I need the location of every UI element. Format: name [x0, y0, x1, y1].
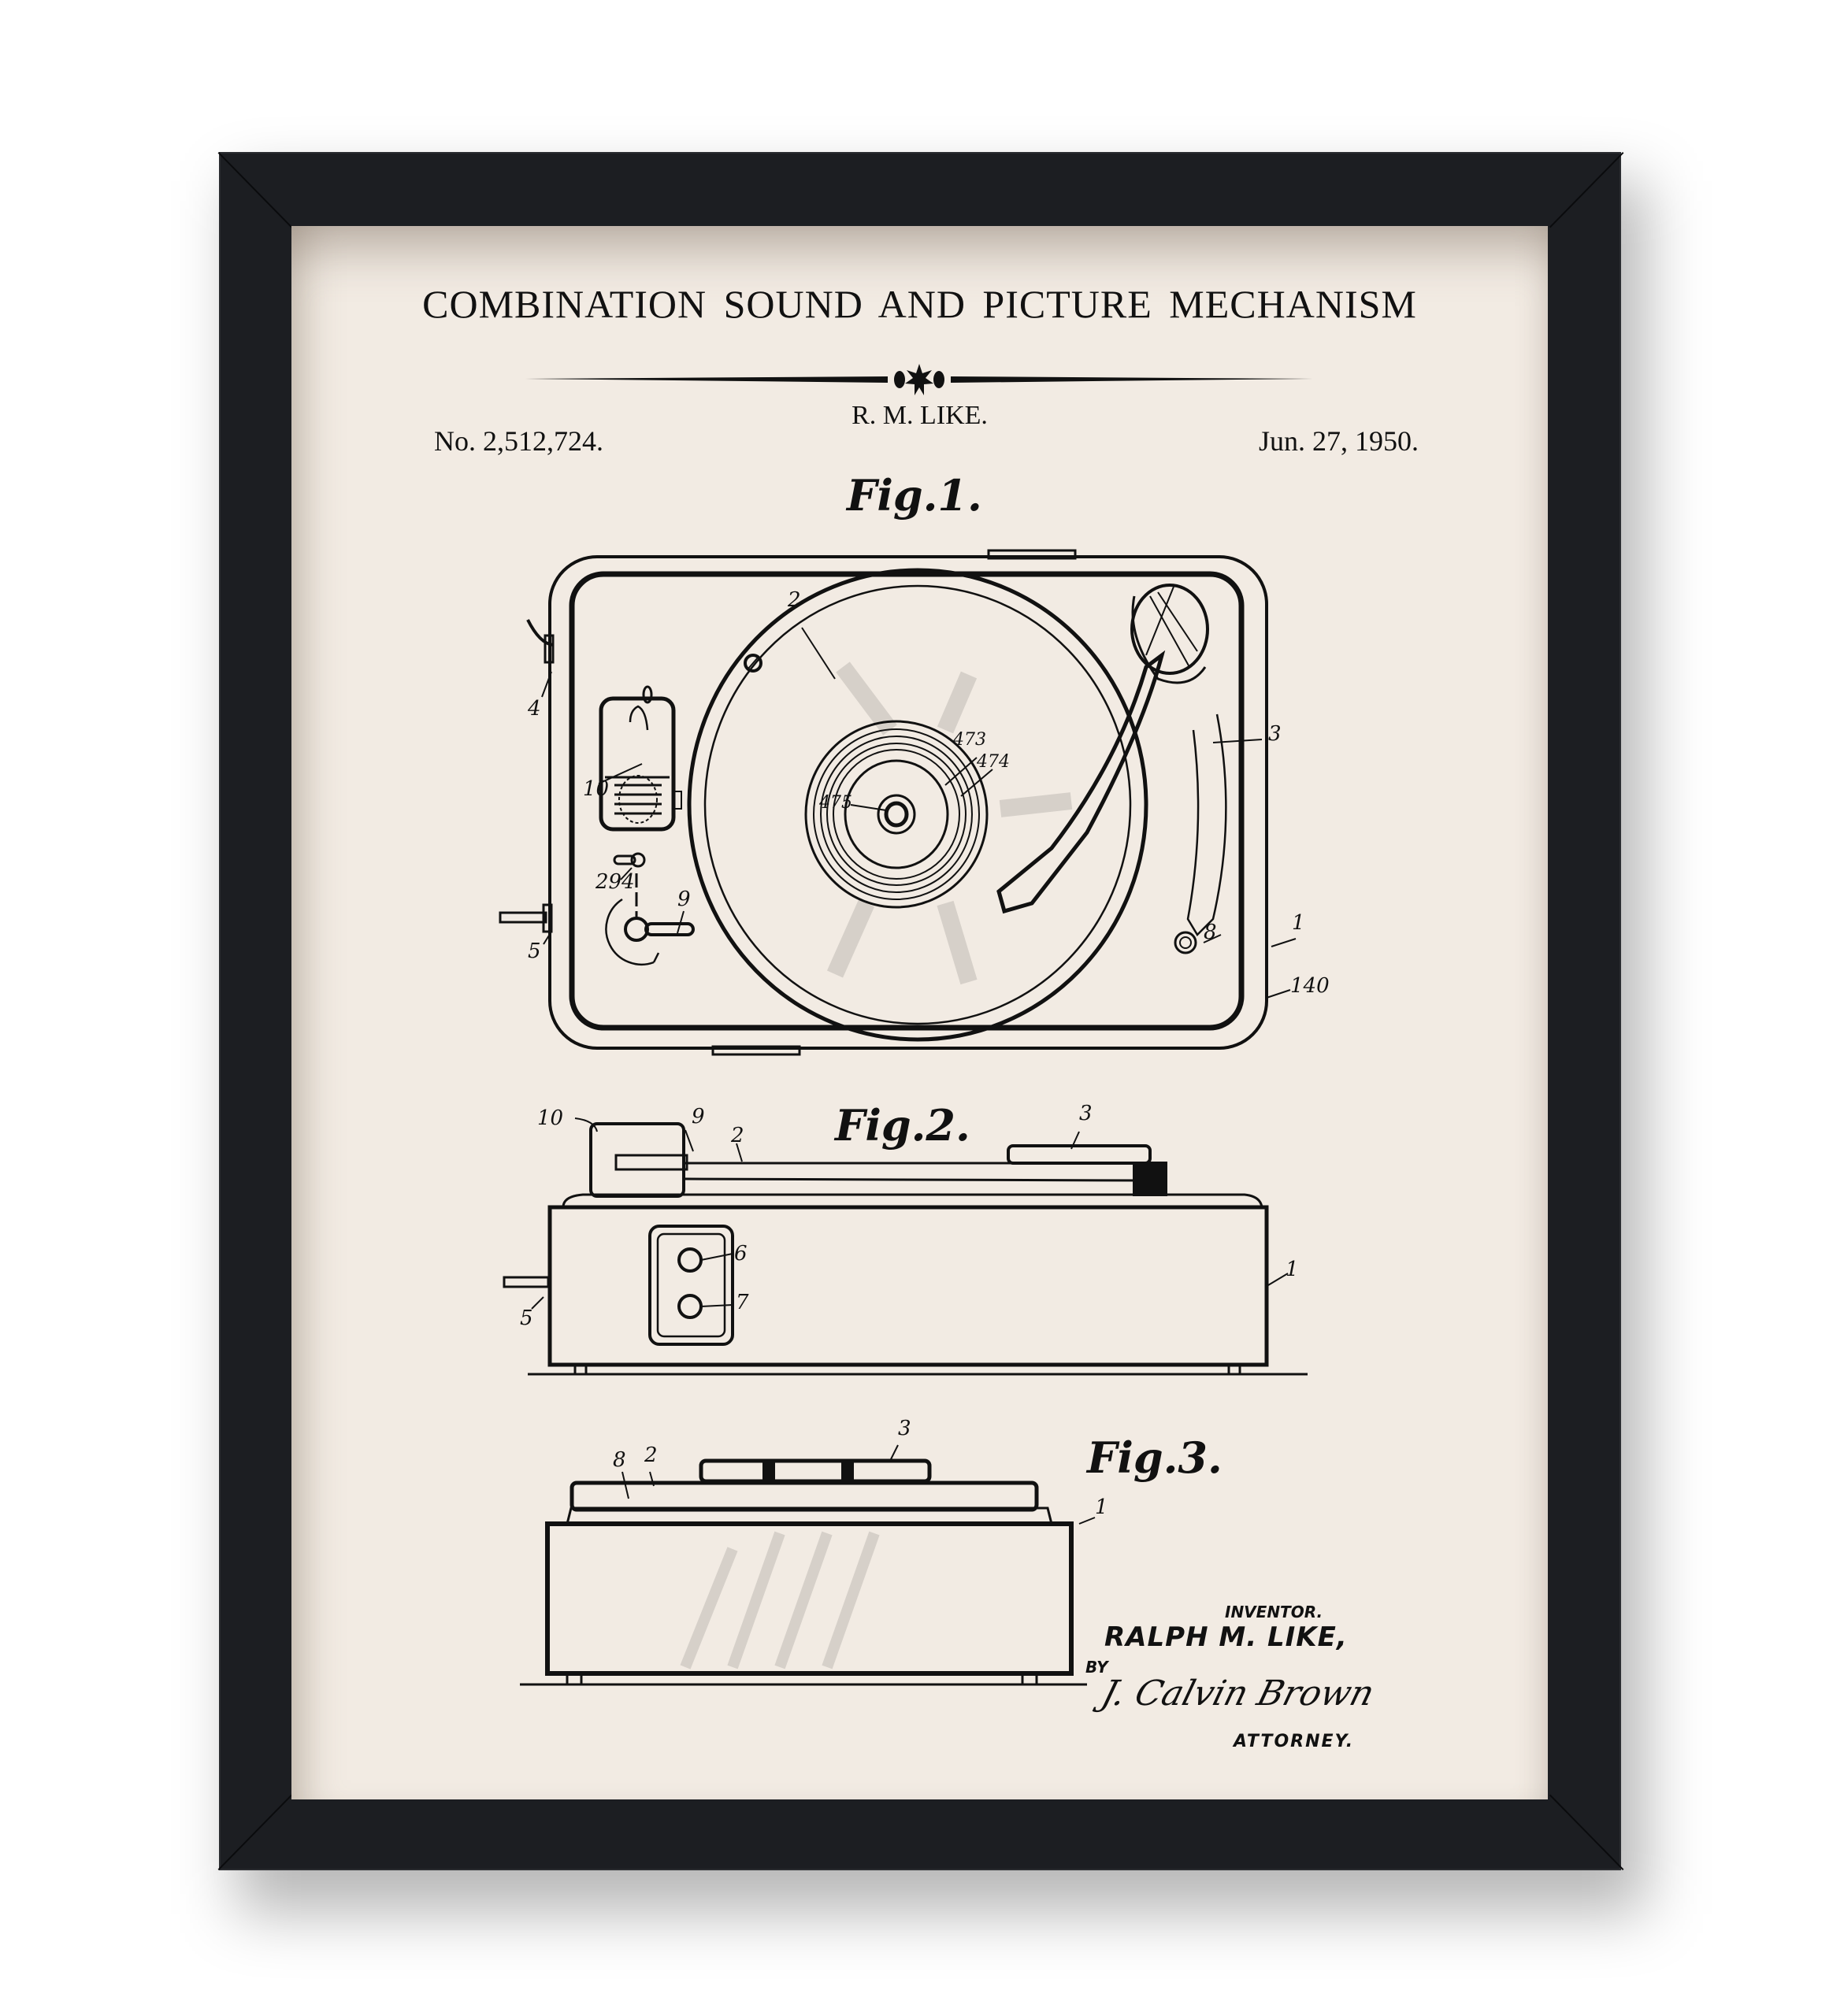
fig2-ref-3: 3: [1079, 1102, 1093, 1125]
fig1-ref-474: 474: [977, 752, 1010, 772]
fig3-ref-2: 2: [644, 1443, 658, 1467]
frame-miter: [217, 1794, 293, 1870]
inventor-heading: INVENTOR.: [1225, 1603, 1323, 1621]
fig1-ref-140: 140: [1290, 974, 1330, 998]
fig1-ref-10: 10: [583, 777, 610, 801]
fig3-label: Fig.3.: [1087, 1432, 1223, 1483]
fig1-ref-2: 2: [788, 588, 801, 612]
fig1-ref-9: 9: [677, 888, 691, 911]
fig2-ref-7: 7: [736, 1291, 749, 1314]
frame-miter: [217, 152, 293, 228]
by-label: BY: [1085, 1658, 1108, 1677]
fig3-ref-3: 3: [898, 1417, 911, 1440]
fig1-ref-1: 1: [1292, 911, 1305, 935]
patent-date: Jun. 27, 1950.: [1258, 425, 1419, 457]
star-ornament-icon: [525, 364, 1313, 395]
patent-number: No. 2,512,724.: [434, 425, 603, 457]
frame-miter: [1549, 152, 1624, 228]
fig2-ref-2: 2: [731, 1124, 744, 1147]
fig3-ref-8: 8: [613, 1448, 626, 1472]
fig2-ref-9: 9: [692, 1105, 705, 1128]
frame-miter: [1549, 1794, 1624, 1870]
fig2-ref-10: 10: [537, 1106, 564, 1130]
fig1-label: Fig.1.: [847, 470, 982, 521]
picture-frame: COMBINATION SOUND AND PICTURE MECHANISM …: [217, 152, 1624, 1870]
fig1-ref-475: 475: [819, 793, 852, 813]
fig2-ref-1: 1: [1286, 1258, 1299, 1281]
fig2-label: Fig.2.: [835, 1100, 970, 1151]
inventor-name: RALPH M. LIKE,: [1104, 1621, 1348, 1653]
fig2-turntable-front-view: [503, 1117, 1308, 1376]
attorney-label: ATTORNEY.: [1234, 1732, 1355, 1751]
fig1-turntable-top-view: [499, 549, 1297, 1056]
patent-title: COMBINATION SOUND AND PICTURE MECHANISM: [422, 282, 1417, 326]
fig2-ref-6: 6: [734, 1242, 748, 1266]
fig1-ref-294: 294: [595, 870, 635, 894]
fig1-ref-3: 3: [1268, 722, 1282, 746]
fig2-ref-5: 5: [520, 1306, 533, 1330]
fig3-turntable-side-view: [520, 1444, 1096, 1686]
fig1-ref-4: 4: [528, 697, 541, 721]
patent-print: COMBINATION SOUND AND PICTURE MECHANISM …: [291, 226, 1548, 1799]
fig1-ref-5: 5: [528, 939, 541, 963]
attorney-signature: J. Calvin Brown: [1097, 1673, 1379, 1714]
fig1-ref-473: 473: [953, 730, 986, 750]
fig3-ref-1: 1: [1095, 1495, 1108, 1519]
fig1-ref-8: 8: [1204, 921, 1217, 944]
inventor-short-name: R. M. LIKE.: [852, 401, 988, 430]
